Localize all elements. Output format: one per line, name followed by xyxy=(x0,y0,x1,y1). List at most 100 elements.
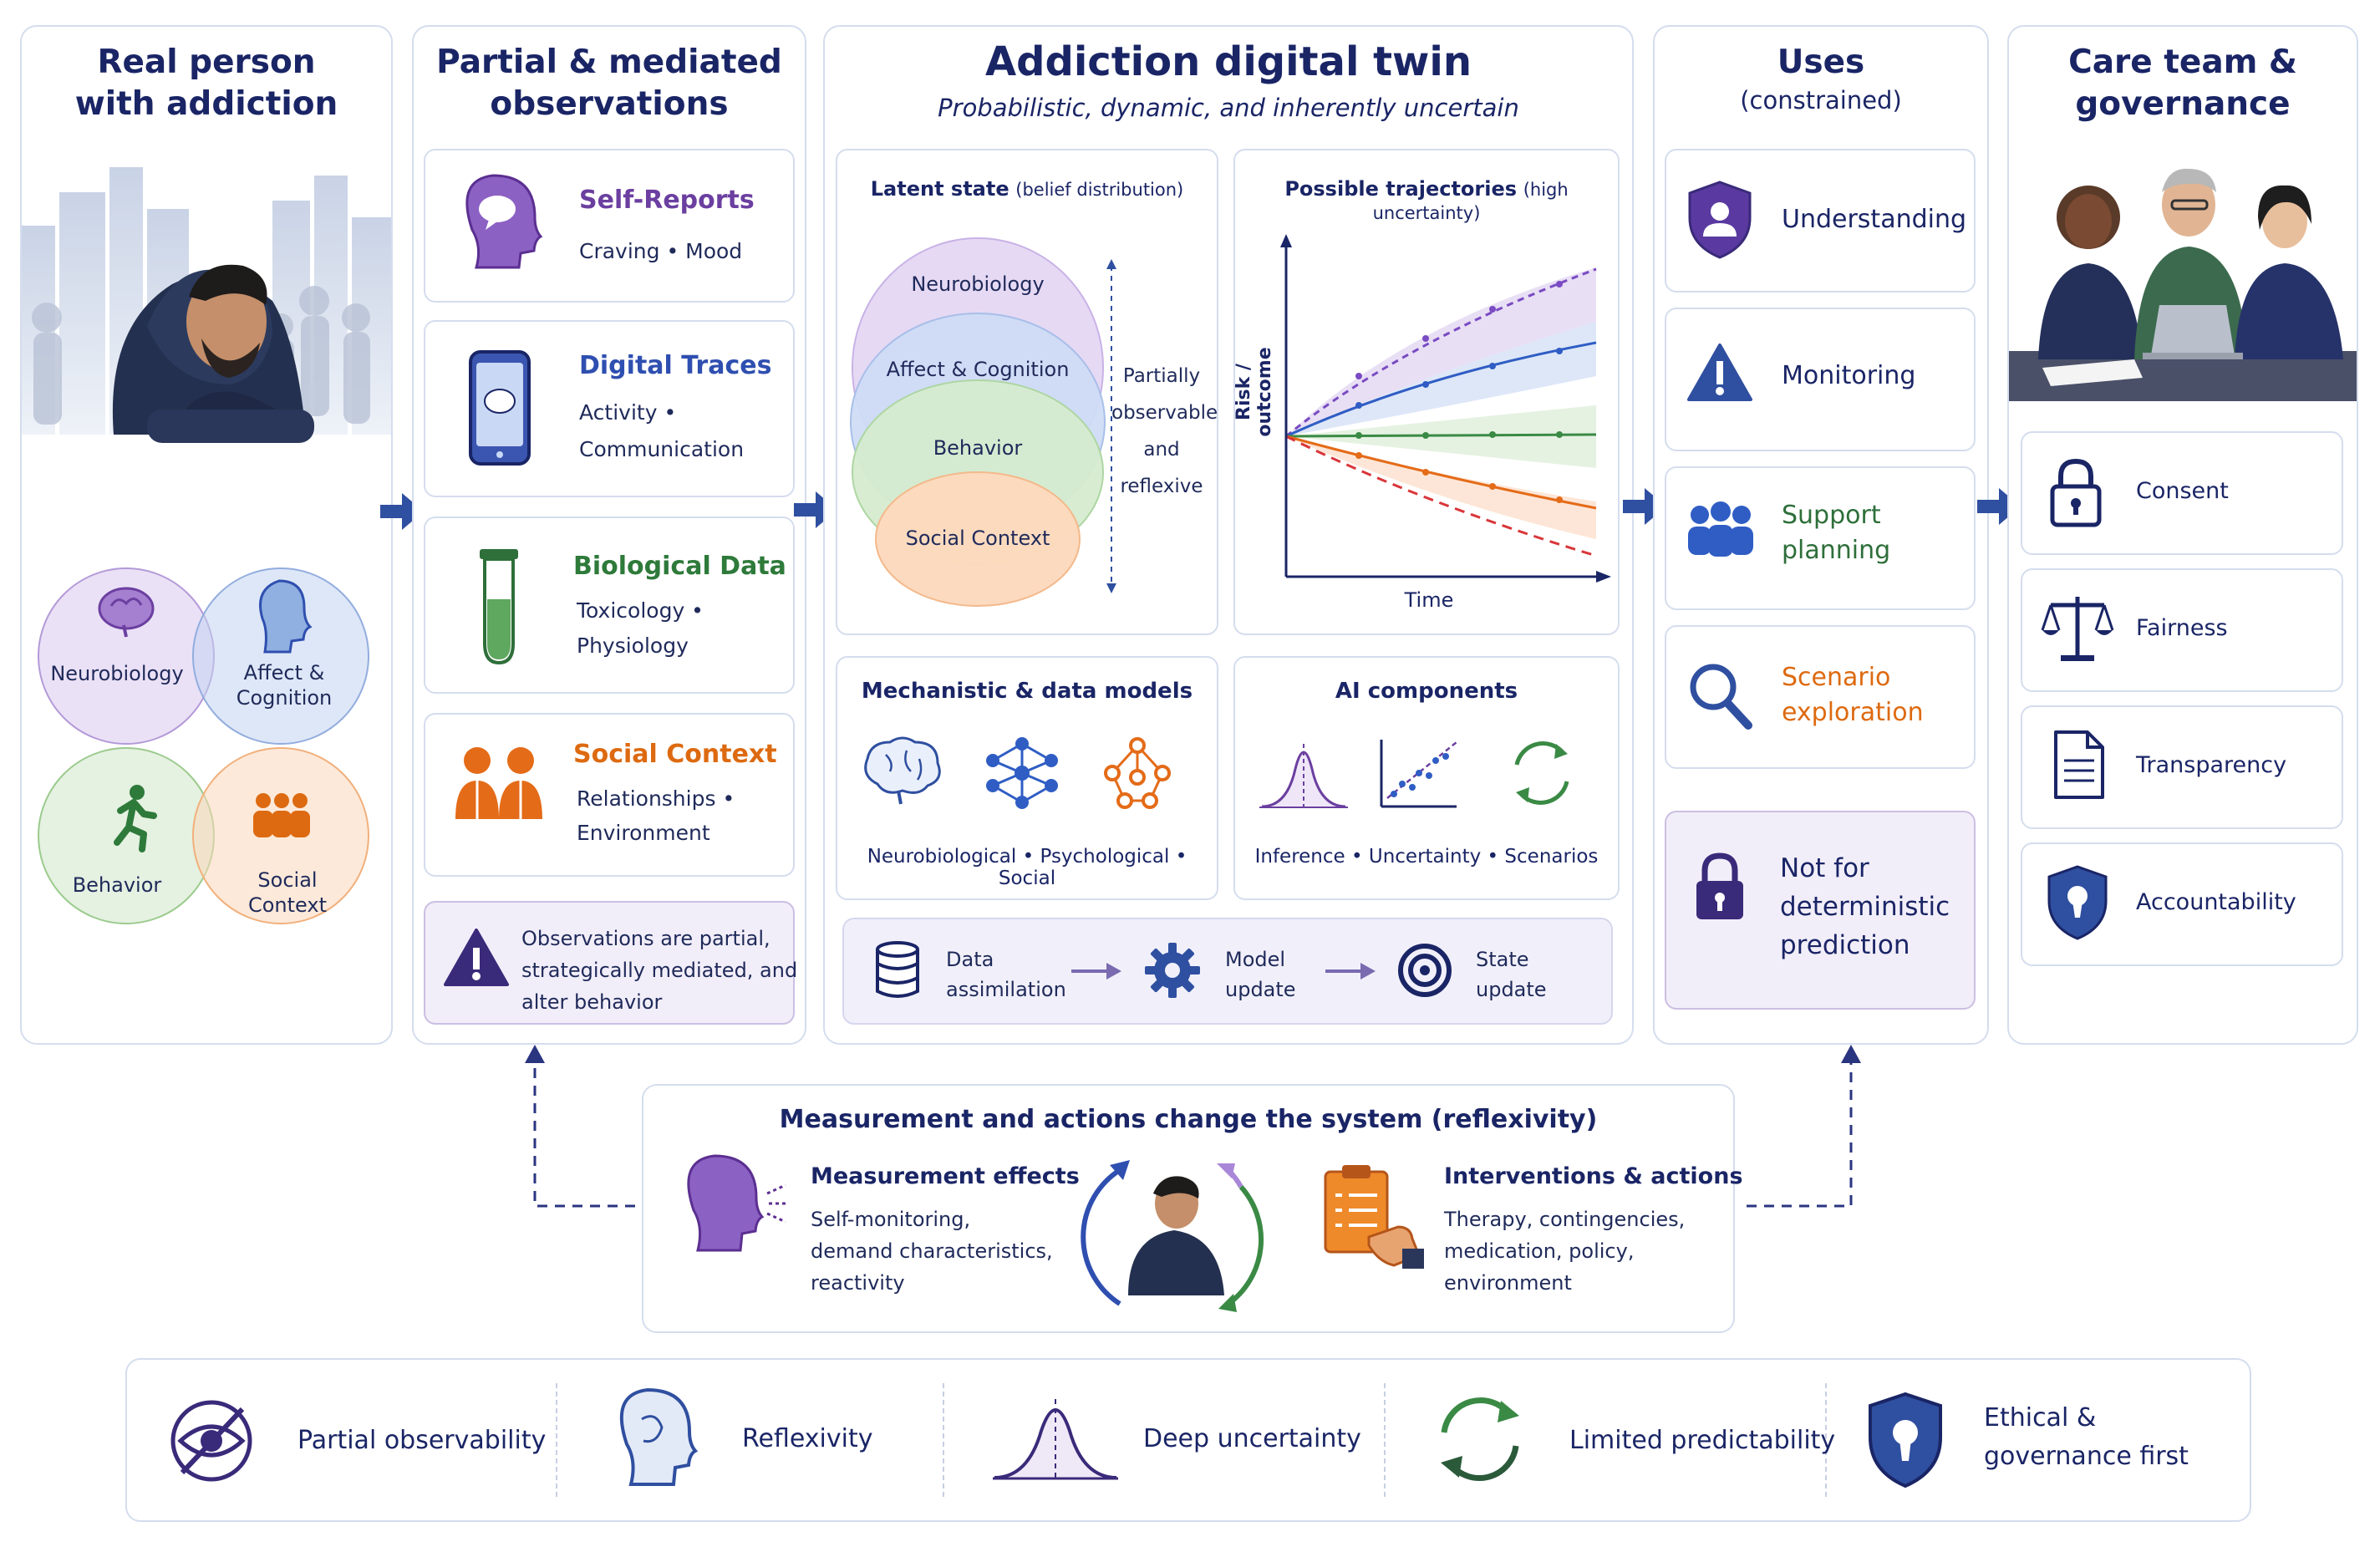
observations-title: Partial & mediated observations xyxy=(436,43,782,123)
transparency-label: Transparency xyxy=(2136,752,2287,778)
pipeline-step-model-update: Model update xyxy=(1225,948,1296,1001)
reflexive-cycle-illustration xyxy=(1081,1160,1264,1312)
divider xyxy=(1825,1383,1827,1497)
shield-keyhole-icon xyxy=(2047,865,2108,940)
venn-label-neurobiology: Neurobiology xyxy=(50,662,184,685)
biological-data-desc-2: Physiology xyxy=(577,634,689,658)
runner-icon xyxy=(114,785,157,852)
vertical-dashed-arrow xyxy=(1106,259,1116,593)
latent-layer-social: Social Context xyxy=(905,527,1050,550)
scatter-plot-icon xyxy=(1380,740,1457,808)
clipboard-hand-icon xyxy=(1324,1165,1424,1269)
arrow-right-icon xyxy=(1325,963,1376,980)
scales-icon xyxy=(2041,597,2114,661)
mechanistic-models-caption: Neurobiological • Psychological • Social xyxy=(867,846,1187,889)
trajectories-title: Possible trajectories (high uncertainty) xyxy=(1284,177,1569,223)
principle-deep-uncertainty: Deep uncertainty xyxy=(1143,1424,1361,1453)
latent-layer-behavior: Behavior xyxy=(933,436,1023,460)
brain-icon xyxy=(98,587,155,638)
digital-twin-subtitle: Probabilistic, dynamic, and inherently u… xyxy=(938,94,1519,122)
latent-state-title: Latent state (belief distribution) xyxy=(870,177,1184,201)
shield-keyhole-icon xyxy=(1869,1392,1942,1488)
divider xyxy=(1384,1383,1386,1497)
principle-ethical-governance: Ethical & governance first xyxy=(1984,1403,2189,1471)
head-profile-outline-icon xyxy=(619,1387,699,1486)
divider xyxy=(556,1383,557,1497)
database-icon xyxy=(876,941,919,998)
head-profile-icon xyxy=(259,579,313,654)
fairness-card xyxy=(2021,568,2343,692)
warning-icon xyxy=(444,929,509,986)
venn-label-affect: Affect & Cognition xyxy=(236,661,333,710)
biological-data-desc-1: Toxicology • xyxy=(577,598,704,623)
digital-twin-title: Addiction digital twin xyxy=(984,38,1472,85)
magnifier-icon xyxy=(1690,664,1752,730)
principle-reflexivity: Reflexivity xyxy=(742,1424,873,1453)
cycle-arrows-icon xyxy=(1441,1397,1519,1481)
bell-curve-icon xyxy=(1259,744,1348,808)
person-illustration xyxy=(22,159,391,527)
use-understanding-label: Understanding xyxy=(1782,205,1967,234)
measurement-effects-title: Measurement effects xyxy=(811,1163,1080,1189)
brain-outline-icon xyxy=(864,736,941,805)
digital-traces-title: Digital Traces xyxy=(579,351,772,380)
trajectories-chart xyxy=(1280,234,1611,583)
pipeline-step-state-update: State update xyxy=(1476,948,1547,1001)
principle-partial-observability: Partial observability xyxy=(298,1426,547,1455)
latent-side-note: Partially observable and reflexive xyxy=(1111,365,1218,497)
reflexivity-title: Measurement and actions change the syste… xyxy=(779,1105,1598,1134)
fairness-label: Fairness xyxy=(2136,615,2228,641)
not-deterministic-text: Not for deterministic prediction xyxy=(1780,853,1950,960)
accountability-card xyxy=(2021,842,2343,966)
mechanistic-models-title: Mechanistic & data models xyxy=(861,679,1193,704)
cycle-arrows-icon xyxy=(1514,741,1569,805)
biological-data-title: Biological Data xyxy=(573,552,786,581)
arrow-right-icon xyxy=(1071,963,1121,980)
lock-icon xyxy=(1696,852,1743,919)
divider xyxy=(943,1383,944,1497)
target-icon xyxy=(1398,944,1452,997)
latent-layers xyxy=(850,237,1106,607)
principle-limited-predictability: Limited predictability xyxy=(1569,1426,1836,1455)
social-context-desc-2: Environment xyxy=(577,821,710,845)
social-context-desc-1: Relationships • xyxy=(577,786,735,811)
group-people-icon xyxy=(253,793,310,837)
interventions-desc: Therapy, contingencies, medication, poli… xyxy=(1444,1208,1686,1295)
digital-traces-desc-1: Activity • xyxy=(579,400,677,425)
self-reports-title: Self-Reports xyxy=(579,186,755,215)
ai-components-caption: Inference • Uncertainty • Scenarios xyxy=(1254,846,1599,868)
pipeline-step-data-assimilation: Data assimilation xyxy=(946,948,1066,1001)
self-reports-desc: Craving • Mood xyxy=(579,239,743,263)
feedback-dashed-connector-left xyxy=(525,1045,635,1208)
social-context-title: Social Context xyxy=(573,740,777,769)
use-support-planning-label: Support planning xyxy=(1782,501,1891,565)
use-scenario-exploration-label: Scenario exploration xyxy=(1782,663,1924,727)
ai-components-title: AI components xyxy=(1335,679,1518,704)
network-nodes-icon xyxy=(986,737,1058,809)
social-network-icon xyxy=(1104,737,1171,809)
venn-label-behavior: Behavior xyxy=(72,873,162,897)
measurement-effects-desc: Self-monitoring, demand characteristics,… xyxy=(811,1208,1053,1295)
use-monitoring-label: Monitoring xyxy=(1782,361,1916,390)
accountability-label: Accountability xyxy=(2136,889,2296,915)
people-pair-icon xyxy=(455,747,542,819)
warning-icon xyxy=(1687,343,1752,401)
speech-head-icon xyxy=(465,174,543,269)
document-icon xyxy=(2054,730,2104,799)
observation-warning-text: Observations are partial, strategically … xyxy=(521,927,798,1014)
bell-curve-icon xyxy=(993,1399,1118,1480)
care-team-illustration xyxy=(2009,159,2357,410)
padlock-icon xyxy=(2050,458,2102,527)
feedback-dashed-connector-right xyxy=(1747,1045,1861,1208)
care-team-title: Care team & governance xyxy=(2068,43,2297,123)
digital-traces-desc-2: Communication xyxy=(579,437,745,461)
eye-slash-icon xyxy=(170,1400,252,1482)
update-pipeline xyxy=(842,918,1613,1025)
uses-title: Uses (constrained) xyxy=(1740,43,1902,114)
gear-icon xyxy=(1145,943,1200,998)
trajectories-xlabel: Time xyxy=(1404,588,1454,612)
test-tube-icon xyxy=(480,549,518,665)
shield-person-icon xyxy=(1688,181,1752,259)
person-title: Real person with addiction xyxy=(74,43,338,123)
consent-label: Consent xyxy=(2136,478,2229,504)
